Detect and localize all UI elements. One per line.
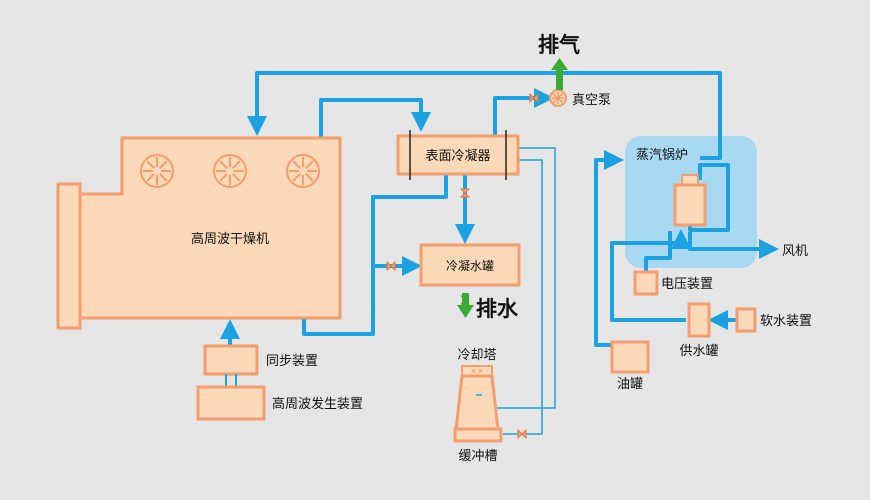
fan-icon [213,154,247,188]
label-sync-device: 同步装置 [266,354,318,369]
label-fan: 风机 [782,244,808,259]
valve-icon [459,188,471,198]
valve-icon [529,92,539,104]
water-supply-tank [687,302,711,338]
pipe-voltage-to-boiler [644,231,672,272]
fan-icon [140,154,174,188]
pipe-boiler-to-dryer [247,71,722,160]
label-drain: 排水 [476,297,519,321]
label-voltage-device: 电压装置 [661,277,713,292]
valve-icon [386,260,396,272]
surface-condenser [396,130,520,180]
svg-text:✕✕: ✕✕ [470,367,483,376]
label-surface-condenser: 表面冷凝器 [425,148,490,164]
dryer [56,136,342,330]
drain-arrow [457,293,474,318]
buffer-tank [453,427,503,443]
label-vacuum-pump: 真空泵 [572,93,611,108]
oil-tank [610,340,650,374]
vacuum-pump-icon [549,89,567,107]
label-condensate-tank: 冷凝水罐 [446,258,494,273]
sync-device [203,344,259,376]
hf-generator [196,385,266,421]
label-water-supply-tank: 供水罐 [679,344,718,359]
label-steam-boiler: 蒸汽锅炉 [636,147,688,163]
pipe-condenser-to-pump [493,88,554,136]
label-oil-tank: 油罐 [617,377,643,392]
fan-icon [286,154,320,188]
label-hf-generator: 高周波发生装置 [272,396,363,412]
label-dryer: 高周波干燥机 [191,231,269,247]
pipes-thick [220,71,779,347]
exhaust-arrow [551,58,568,90]
condensate-tank [419,243,521,287]
pipe-dryer-to-condenser [319,98,431,138]
valve-icon [517,428,527,440]
voltage-device [633,270,659,296]
cooling-tower: ✕✕ [454,365,500,432]
label-exhaust: 排气 [538,33,580,57]
pipe-oil-to-boiler [594,150,624,347]
dryer-fans [140,154,320,188]
label-cooling-tower: 冷却塔 [457,348,496,363]
soft-water-device [735,307,757,333]
pipe-water-to-boiler [610,229,691,322]
label-soft-water-device: 软水装置 [760,314,812,329]
label-buffer-tank: 缓冲槽 [458,449,497,464]
boiler-body [673,174,707,227]
